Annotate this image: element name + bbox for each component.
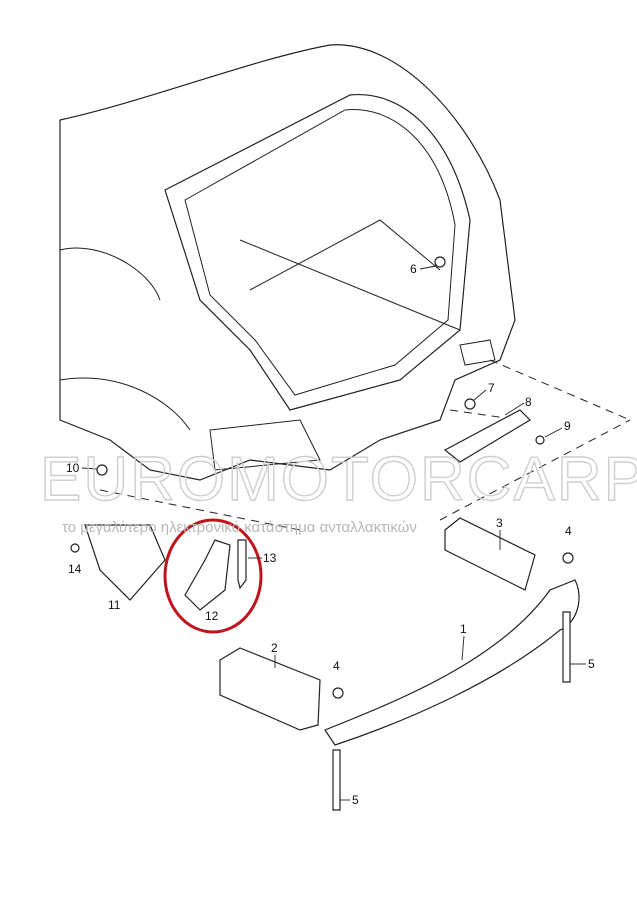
part-2-crash-box-left bbox=[219, 647, 321, 731]
callout-13: 13 bbox=[263, 551, 277, 565]
watermark-tagline: το μεγαλύτερο ηλεκτρονικό κατάστημα αντα… bbox=[62, 519, 417, 536]
callout-4-left: 4 bbox=[333, 659, 340, 673]
part-5-bolt-right bbox=[562, 611, 571, 683]
part-13-sensor bbox=[237, 539, 247, 590]
callout-9: 9 bbox=[564, 419, 571, 433]
part-11-bracket bbox=[84, 524, 166, 601]
callout-2: 2 bbox=[271, 641, 278, 655]
callout-12: 12 bbox=[205, 609, 219, 623]
part-14-screw bbox=[70, 543, 80, 553]
callout-14: 14 bbox=[68, 562, 82, 576]
part-3-crash-box-right bbox=[444, 517, 536, 591]
callout-10: 10 bbox=[66, 461, 80, 475]
callout-11: 11 bbox=[108, 598, 121, 612]
highlight-circle bbox=[163, 518, 263, 634]
watermark-brand: EUROMOTORCARPARTS.GR bbox=[40, 445, 637, 514]
callout-4-right: 4 bbox=[565, 524, 572, 538]
part-1-bumper-beam bbox=[324, 579, 580, 746]
part-12-sensor-holder bbox=[184, 539, 231, 611]
part-10-nut bbox=[96, 464, 108, 476]
part-6-screw bbox=[434, 256, 446, 268]
callout-5-right: 5 bbox=[588, 657, 595, 671]
callout-8: 8 bbox=[525, 395, 532, 409]
part-7-clip bbox=[464, 398, 476, 410]
callout-7: 7 bbox=[488, 381, 495, 395]
callout-3: 3 bbox=[496, 516, 503, 530]
callout-5-left: 5 bbox=[352, 793, 359, 807]
callout-6: 6 bbox=[410, 262, 417, 276]
part-4-nut-right bbox=[562, 552, 574, 564]
callout-1: 1 bbox=[460, 622, 467, 636]
callouts: 1 2 3 4 4 5 5 6 7 8 9 10 11 12 13 14 bbox=[66, 262, 595, 807]
part-4-nut-left bbox=[332, 687, 344, 699]
part-5-bolt-left bbox=[332, 749, 341, 811]
watermark: EUROMOTORCARPARTS.GR το μεγαλύτερο ηλεκτ… bbox=[39, 444, 637, 536]
car-rear-body bbox=[59, 44, 516, 481]
part-9-screw bbox=[535, 435, 545, 445]
part-8-guide bbox=[443, 409, 531, 463]
